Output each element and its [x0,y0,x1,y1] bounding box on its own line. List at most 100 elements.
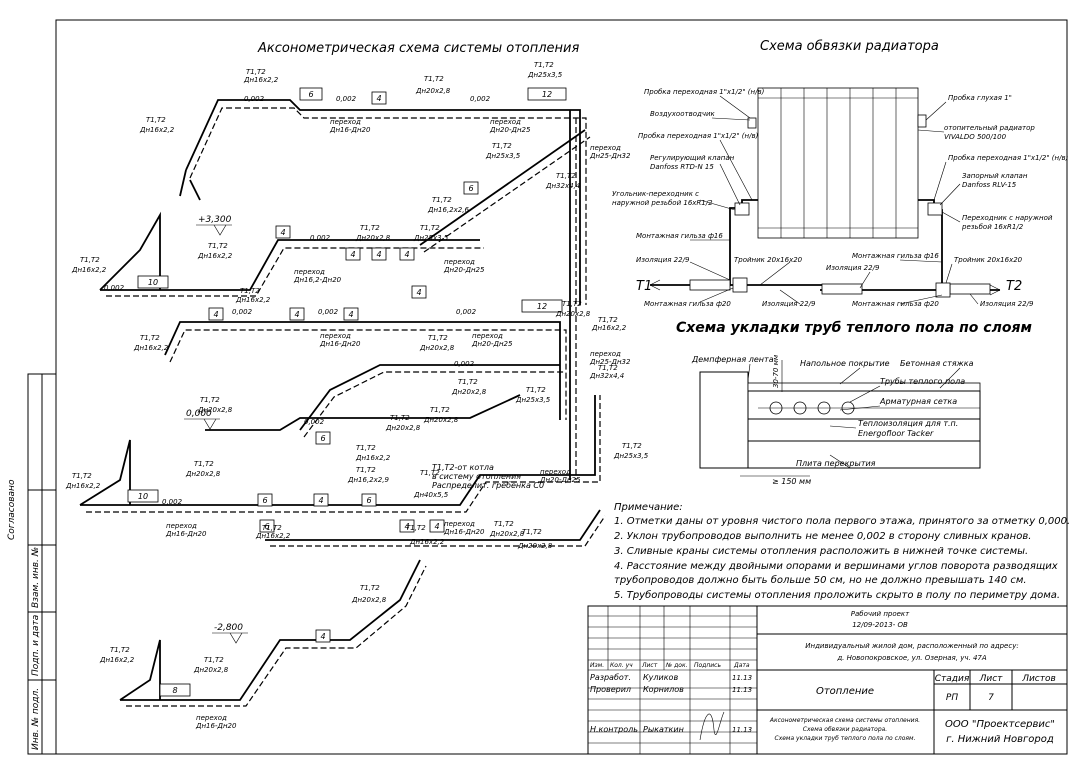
note-5: 5. Трубопроводы системы отопления пролож… [614,589,1060,601]
note-3: 3. Сливные краны системы отопления распо… [614,546,1028,557]
pipe-label: Дн20х2,8 [415,87,451,95]
floor-label: Теплоизоляция для т.п.Energofloor Tacker [858,419,958,438]
radiator-label: Пробка переходная 1"х1/2" (н/в) [644,88,765,96]
radiator-number: 6 [264,522,269,531]
pipe-label: Т1,Т2 [492,142,512,150]
pipe-label: Дн16х2,2 [71,266,107,274]
tb-col-1: Кол. уч [610,662,633,669]
pipe-label: Дн25х3,5 [527,71,563,79]
radiator-box: 4 [343,307,359,321]
pipe-label: Дн20х2,8 [193,666,229,674]
floor-label: Арматурная сетка [879,397,957,406]
floor-dim-1: 30-70 мм [772,354,780,388]
pipe-label: Т1,Т2 [598,364,618,372]
pipe-label: Т1,Т2 [246,68,266,76]
radiator-label: Изоляция 22/9 [636,256,690,264]
pipe-label: Дн20х2,8 [423,416,459,424]
radiator-number: 6 [468,184,473,193]
pipe-label: Т1,Т2 [424,75,444,83]
tb-address: д. Новопокровское, ул. Озерная, уч. 47А [836,654,987,662]
pipe-label: Дн16х2,2 [133,344,169,352]
radiator-number: 4 [376,94,381,103]
stamp-agreed: Согласовано [7,479,17,540]
pipe-label: Дн16х2,2 [197,252,233,260]
pipe-label: Дн32х4,4 [589,372,624,380]
tb-date-2: 11.13 [732,726,752,734]
tb-city: г. Нижний Новгород [946,734,1054,745]
pipe-label: Дн25х3,5 [413,234,449,242]
pipe-label: Дн20х2,8 [385,424,421,432]
radiator-box: 6 [257,493,273,507]
pipe-label: Т1,Т2 [534,61,554,69]
radiator-label: Изоляция 22/9 [826,264,880,272]
pipe-label: Дн16х2,2 [139,126,175,134]
pipe-label: Т1,Т2 [562,300,582,308]
radiator-label: Монтажная гильза ф16 [852,252,939,260]
pipe-label: Дн16х2,2 [65,482,101,490]
radiator-label: Пробка переходная 1"х1/2" (н/в) [948,154,1069,162]
radiator-number: 4 [318,496,323,505]
notes-title: Примечание: [614,502,683,513]
radiator-number: 12 [542,90,552,99]
pipe-label: Дн20х2,8 [355,234,391,242]
pipe-label: 0,002 [336,95,357,103]
pipe-label: Т1,Т2 [406,524,426,532]
radiator-number: 4 [376,250,381,259]
pipe-label: Дн16х2,2 [255,532,291,540]
pipe-label: Т1,Т2 [240,287,260,295]
radiator-box: 4 [411,285,427,299]
pipe-label: Т1,Т2 [356,444,376,452]
tb-col-0: Изм. [590,662,604,669]
pipe-label: Т1,Т2 [556,172,576,180]
title-axonometric: Аксонометрическая схема системы отоплени… [257,41,579,56]
radiator-label: Пробка глухая 1" [948,94,1012,102]
radiator-number: 4 [294,310,299,319]
pipe-label: Дн16х2,2 [99,656,135,664]
radiator-box: 4 [208,307,224,321]
radiator-number: 6 [308,90,313,99]
radiator-box: 10 [127,489,159,503]
radiator-number: 4 [416,288,421,297]
radiator-label: Тройник 20х16х20 [954,256,1023,264]
radiator-box: 6 [315,431,331,445]
tb-object: Индивидуальный жилой дом, расположенный … [805,642,1018,650]
radiator-label: Тройник 20х16х20 [734,256,803,264]
pipe-label: Дн20х2,8 [517,542,553,550]
pipe-label: 0,002 [304,418,325,426]
tb-sheets-h: Листов [1021,674,1056,684]
tb-desc: Аксонометрическая схема системы отоплени… [769,717,920,742]
radiator-box: 4 [371,91,387,105]
radiator-body [757,87,919,239]
radiator-number: 12 [537,302,547,311]
pipe-label: Дн20х2,8 [489,530,525,538]
radiator-label: Монтажная гильза ф20 [852,300,939,308]
title-block: Рабочий проект 12/09-2013- ОВ Индивидуал… [587,605,1068,755]
radiator-number: 4 [350,250,355,259]
radiator-box: 4 [399,247,415,261]
pipe-label: Т1,Т2 [204,656,224,664]
floor-wall [699,371,749,469]
pipe-label: 0,002 [456,308,477,316]
pipe-label: Дн20х2,8 [351,596,387,604]
radiator-number: 6 [262,496,267,505]
pipe-label: Т1,Т2 [390,414,410,422]
stamp-inv: Инв. № подл. [31,688,41,750]
floor-label: Плита перекрытия [796,459,876,468]
tb-name-0: Куликов [643,673,678,682]
tb-stage-h: Стадия [935,674,970,684]
pipe-label: Дн16х2,2 [235,296,271,304]
pipe-label: Т1,Т2 [146,116,166,124]
pipe-label: Т1,Т2 [110,646,130,654]
level-3: -2,800 [214,623,243,633]
label-t1: Т1 [636,279,652,294]
note-4b: трубопроводов должно быть больше 50 см, … [614,574,1027,586]
pipe-label: Дн20х2,8 [451,388,487,396]
tb-col-3: № док. [665,662,688,669]
